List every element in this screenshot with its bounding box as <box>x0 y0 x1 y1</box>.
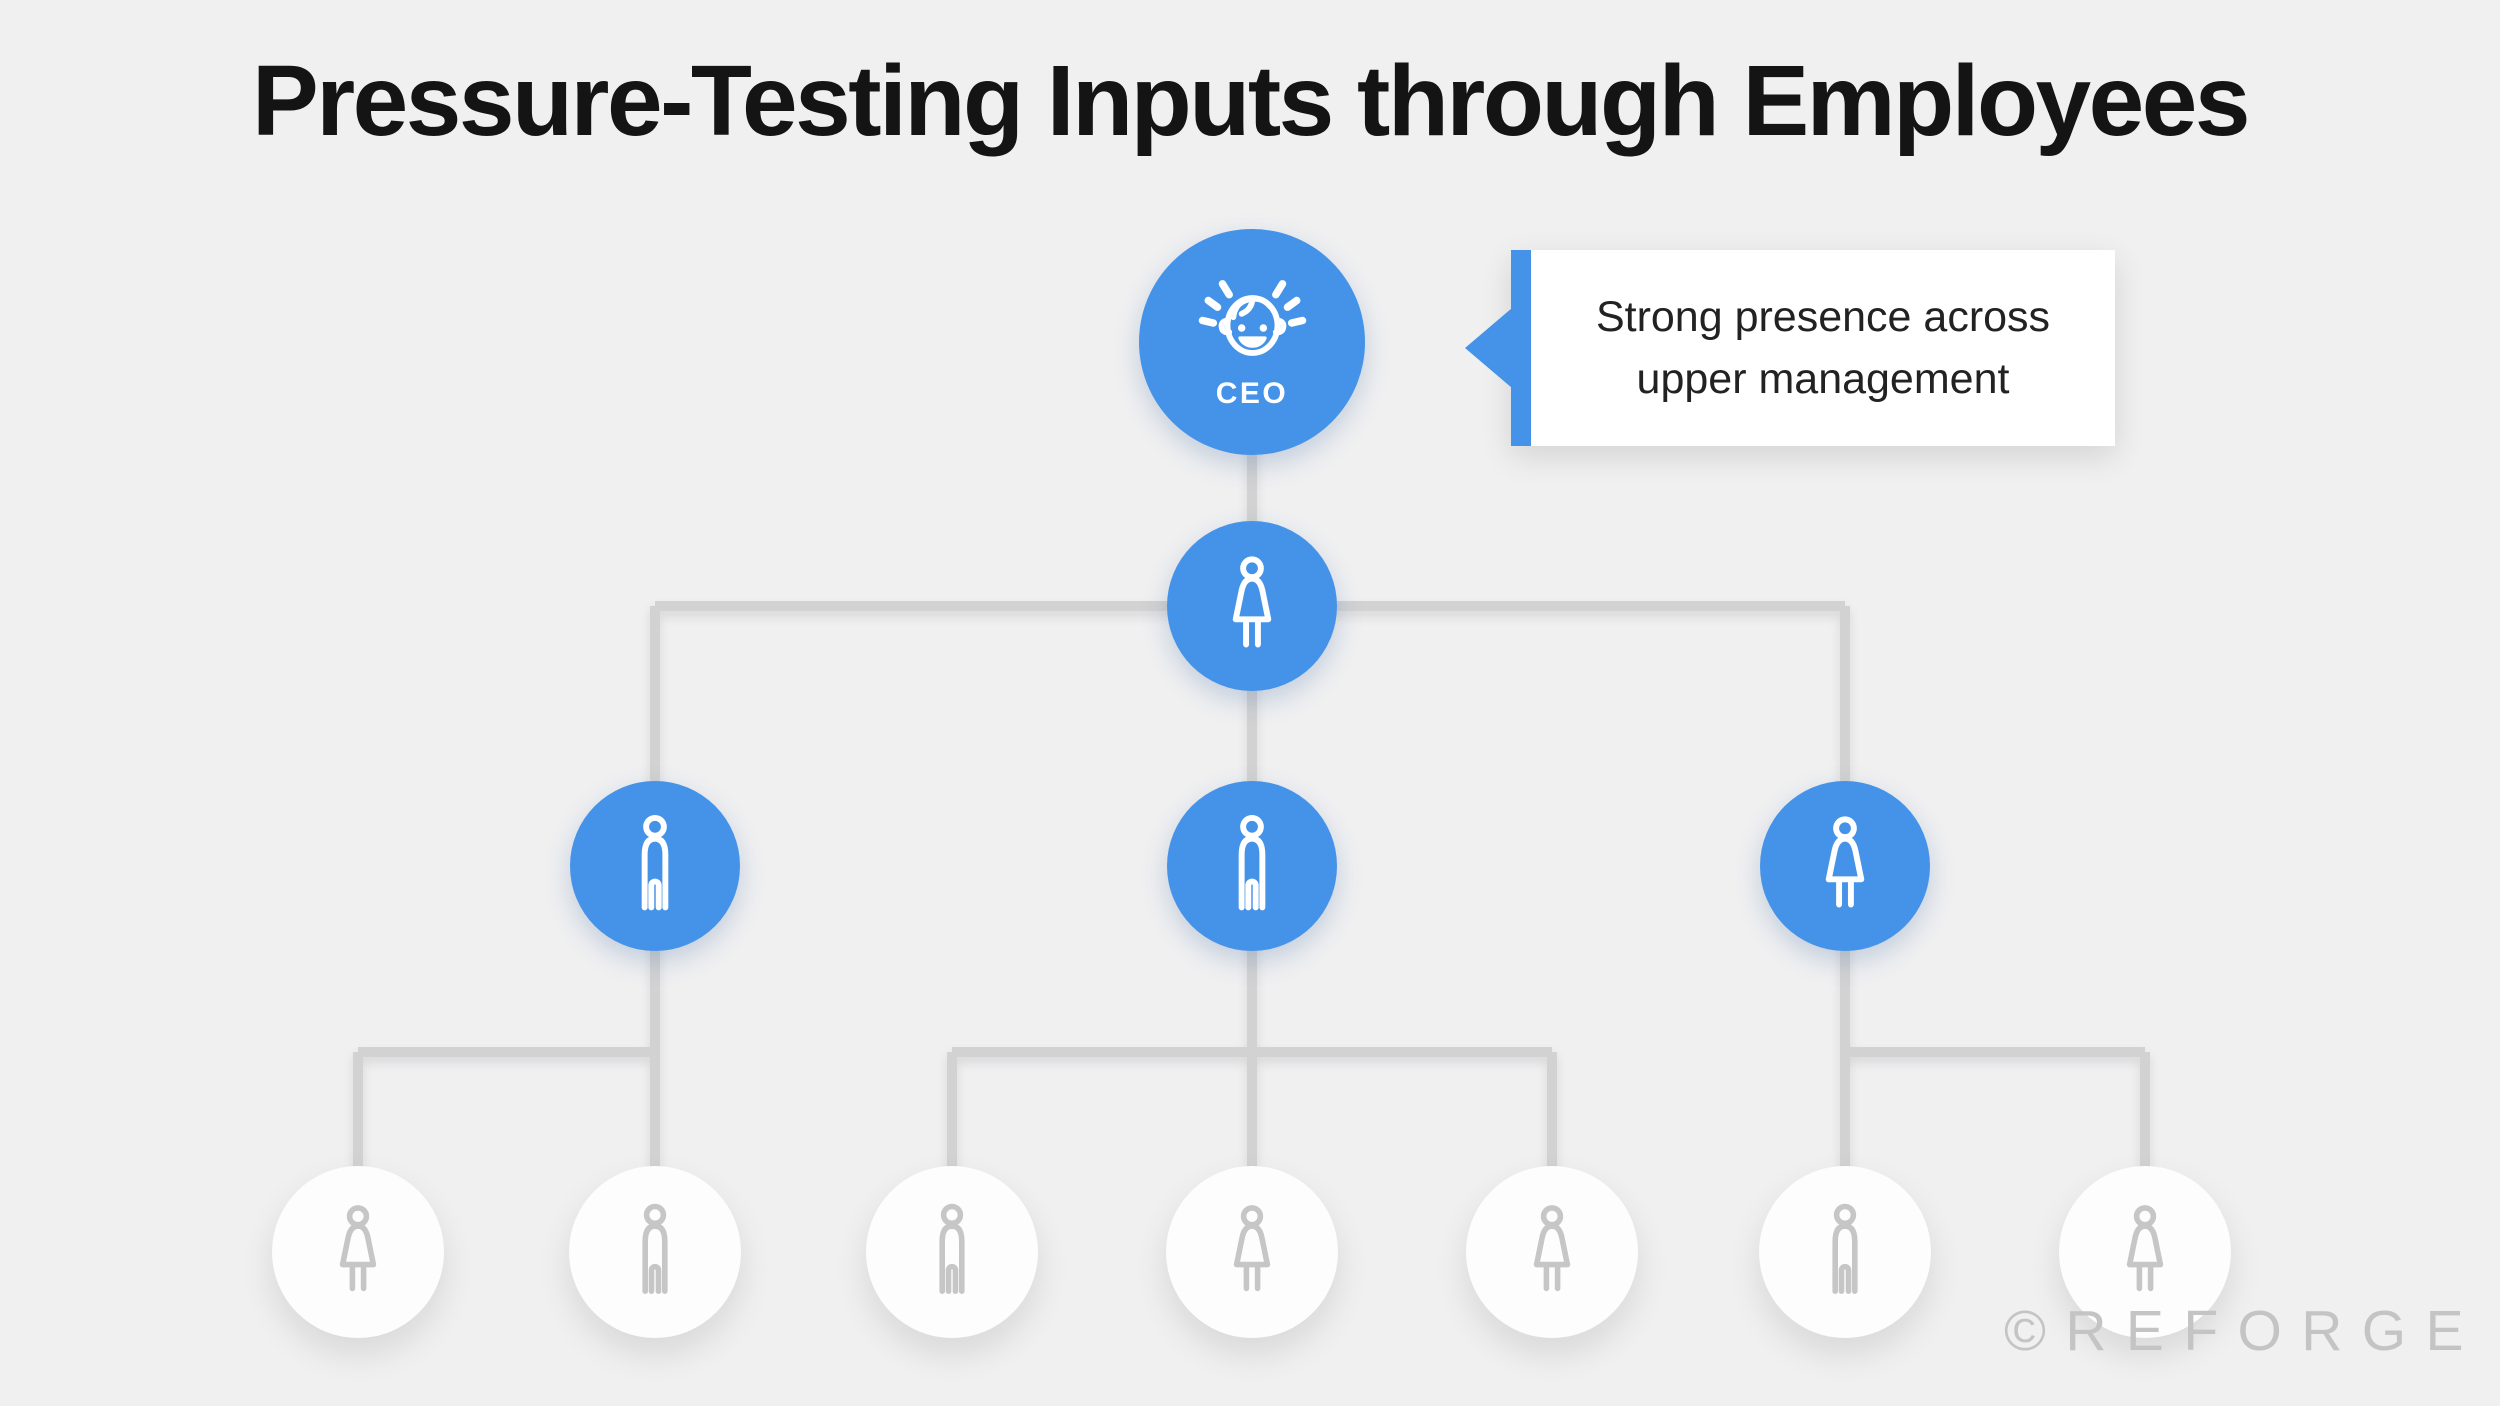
org-node-l4-7 <box>2059 1166 2231 1338</box>
person-male-icon <box>1810 1203 1880 1301</box>
org-node-l3-3 <box>1760 781 1930 951</box>
org-node-l4-3 <box>866 1166 1038 1338</box>
org-node-l4-4 <box>1166 1166 1338 1338</box>
org-node-ceo: CEO <box>1139 229 1365 455</box>
person-male-icon <box>618 814 692 918</box>
callout-text: Strong presence across upper management <box>1595 292 2051 403</box>
person-female-icon <box>1217 1203 1287 1301</box>
org-node-l4-2 <box>569 1166 741 1338</box>
person-female-icon <box>1808 814 1882 918</box>
person-female-icon <box>323 1203 393 1301</box>
page-title: Pressure-Testing Inputs through Employee… <box>252 45 2251 157</box>
person-female-icon <box>1215 554 1289 658</box>
person-female-icon <box>2110 1203 2180 1301</box>
org-node-l3-1 <box>570 781 740 951</box>
ceo-label: CEO <box>1215 377 1289 410</box>
callout-strong-presence: Strong presence across upper management <box>1465 250 2115 446</box>
org-node-l2 <box>1167 521 1337 691</box>
ceo-inspired-face-icon <box>1194 273 1311 373</box>
person-female-icon <box>1517 1203 1587 1301</box>
callout-arrow-icon <box>1465 308 1512 388</box>
org-node-l4-5 <box>1466 1166 1638 1338</box>
org-node-l3-2 <box>1167 781 1337 951</box>
org-node-l4-6 <box>1759 1166 1931 1338</box>
reforge-watermark: ©REFORGE <box>2004 1299 2483 1363</box>
org-node-l4-1 <box>272 1166 444 1338</box>
person-male-icon <box>620 1203 690 1301</box>
person-male-icon <box>917 1203 987 1301</box>
person-male-icon <box>1215 814 1289 918</box>
